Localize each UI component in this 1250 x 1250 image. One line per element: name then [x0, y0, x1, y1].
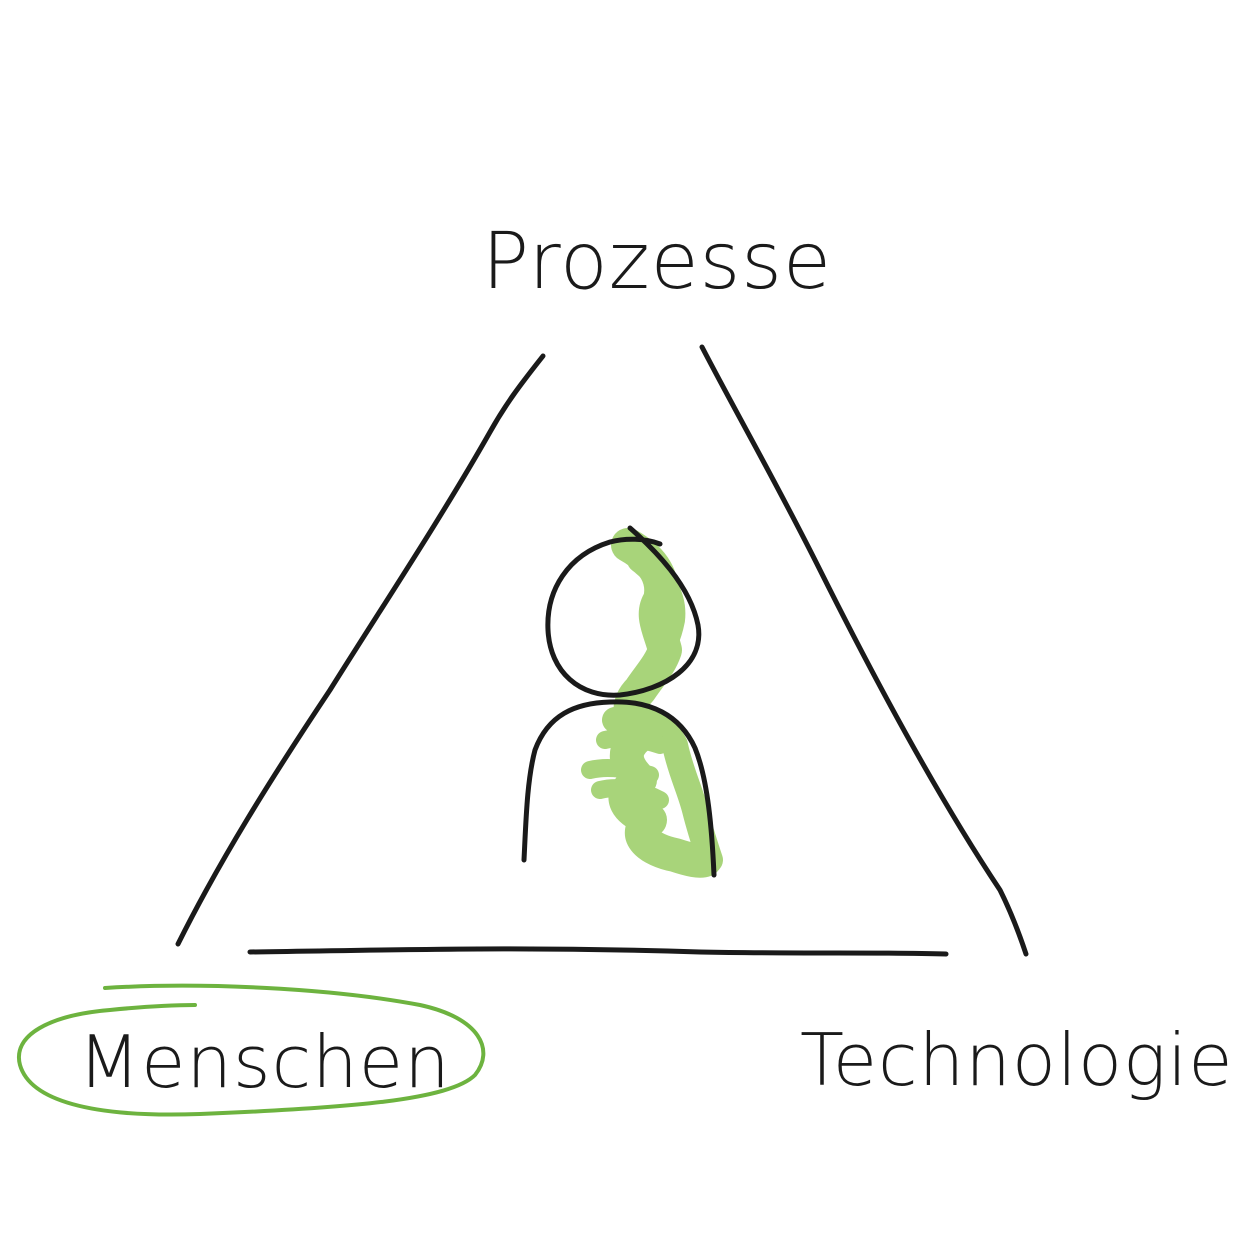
person-green-fill-2 [627, 547, 686, 683]
triangle-right-side [699, 344, 1029, 957]
highlight-ellipse [16, 983, 486, 1117]
label-prozesse: Prozesse [482, 217, 832, 307]
label-technologie: Technologie [800, 1018, 1234, 1102]
triangle-left-side [175, 353, 546, 947]
person-body [521, 699, 717, 878]
label-menschen: Menschen [78, 1020, 451, 1104]
person-head [545, 525, 702, 698]
triangle-base [247, 946, 949, 957]
person-icon [521, 525, 723, 878]
person-green-fill-4 [581, 728, 669, 809]
person-green-fill-3 [602, 705, 723, 873]
menschen-highlight: Menschen [16, 983, 486, 1117]
